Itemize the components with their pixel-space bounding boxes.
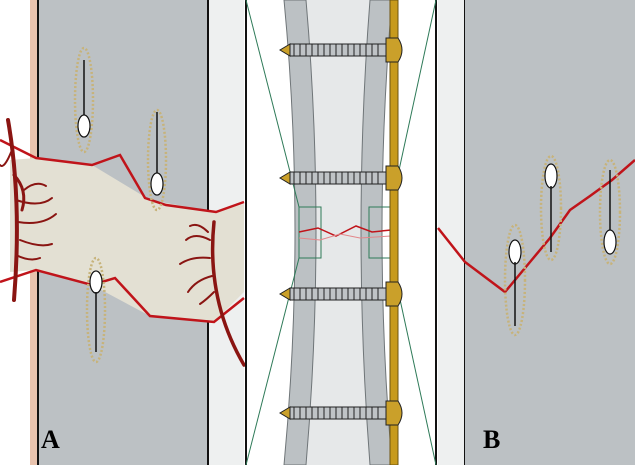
panel-b-label: B [483,427,500,453]
panel-a [0,0,244,465]
bone-plate [390,0,398,465]
panel-middle [246,0,436,465]
panel-b [438,0,635,465]
panel-a-label: A [41,427,60,453]
